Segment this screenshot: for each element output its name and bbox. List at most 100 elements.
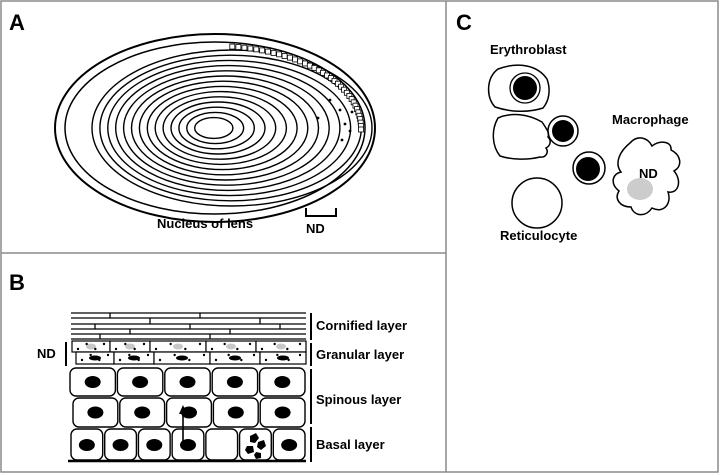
flattened-nucleus [229,355,241,361]
lens-fiber-ring [193,116,234,140]
spinous-nucleus [87,406,104,419]
keratohyalin-granule [102,342,106,346]
layer-brackets [65,313,312,462]
fiber-organelle-square [229,43,236,50]
fiber-organelle-square [338,83,345,90]
keratohyalin-granule [85,342,88,346]
lens-outline [54,33,376,223]
panel-b-letter: B [9,270,25,295]
basal-nucleus [78,439,95,451]
cornified-layer-label: Cornified layer [316,318,407,333]
spinous-nucleus [179,376,196,388]
panel-a: A ND Nucleus of lens [9,10,376,236]
fiber-organelle-square [297,58,304,65]
engulfed-nucleus [627,178,653,200]
keratohyalin-granule [106,353,110,357]
spinous-nucleus [84,376,101,388]
keratohyalin-granule [287,358,290,362]
organelle-dot [328,98,332,102]
spinous-nucleus [134,406,151,419]
nd-label-c: ND [639,166,658,181]
keratohyalin-granule [158,358,162,362]
fiber-organelle-square [287,54,293,61]
fiber-organelle-square [358,126,364,133]
spinous-layer-cells [69,367,306,428]
degrading-nucleus [173,343,183,350]
cornified-layer-sheets [71,312,306,340]
fiber-organelle-square [292,56,299,63]
organelle-dot [343,122,347,126]
lens-fiber-ring [162,96,277,160]
keratohyalin-granule [128,353,131,357]
keratohyalin-granule [236,347,239,351]
lens-fiber-ring [146,85,298,171]
dividing-cell [245,433,266,459]
reticulocyte-cell [511,177,563,229]
fiber-organelle-square [265,48,271,55]
keratohyalin-granule [248,342,252,346]
lens-fiber-ring [170,101,266,155]
keratohyalin-granule [184,347,187,351]
upward-migration-arrow [179,405,187,445]
organelle-dot [340,138,344,142]
erythroblast-cell [487,64,550,112]
keratohyalin-granule [202,353,206,357]
basal-nucleus [146,439,163,451]
panel-a-letter: A [9,10,25,35]
lens-fiber-ring [178,106,256,150]
spinous-nucleus [274,376,291,388]
keratohyalin-granule [89,353,92,357]
panel-c: C Erythroblast Macrophage ND Reticulocyt… [456,10,689,243]
lens-fiber-ring [130,75,320,181]
keratohyalin-granule [198,342,202,346]
keratohyalin-granule [169,342,172,346]
spinous-nucleus [226,376,243,388]
flattened-nucleus [277,355,289,361]
degrading-nucleus [86,343,96,350]
keratohyalin-granule [276,353,279,357]
degrading-nucleus [276,343,286,350]
keratohyalin-granule [188,358,191,362]
keratohyalin-granule [298,342,302,346]
keratohyalin-granule [137,358,140,362]
spinous-nucleus [274,406,291,419]
fiber-organelle-square [276,51,283,58]
fiber-organelle-square [270,49,277,56]
keratohyalin-granule [94,347,97,351]
lens-fiber-ring [91,49,373,207]
keratohyalin-granule [223,342,226,346]
fiber-organelle-square [253,46,260,53]
basal-layer-label: Basal layer [316,437,385,452]
keratohyalin-granule [227,353,230,357]
keratohyalin-granule [298,353,302,357]
keratohyalin-granule [142,342,146,346]
keratohyalin-granule [76,347,80,351]
keratohyalin-granule [252,353,256,357]
basal-nucleus [180,439,196,451]
organelle-dot [338,108,342,112]
basal-nucleus [281,439,298,451]
nd-label-b: ND [37,346,56,361]
basal-nucleus [112,439,129,451]
macrophage-label: Macrophage [612,112,689,127]
granular-layer-cells [71,340,307,365]
basal-cell [205,428,239,461]
lens-fiber-ring [186,111,245,145]
lens-fiber-ring [154,90,288,166]
fiber-organelle-square [235,44,242,50]
flattened-nucleus [176,355,188,361]
nd-label-a: ND [306,221,325,236]
erythroblast-label: Erythroblast [490,42,567,57]
fiber-organelle-square [259,47,266,54]
basal-layer-cells [70,428,306,461]
keratohyalin-granule [173,353,176,357]
keratohyalin-granule [210,347,214,351]
organelle-dot [348,129,352,133]
keratohyalin-granule [133,347,136,351]
fiber-organelle-square [247,45,254,52]
nd-bracket-a [305,208,337,217]
lens-fiber-ring [107,59,352,197]
fiber-organelle-square [335,80,341,87]
